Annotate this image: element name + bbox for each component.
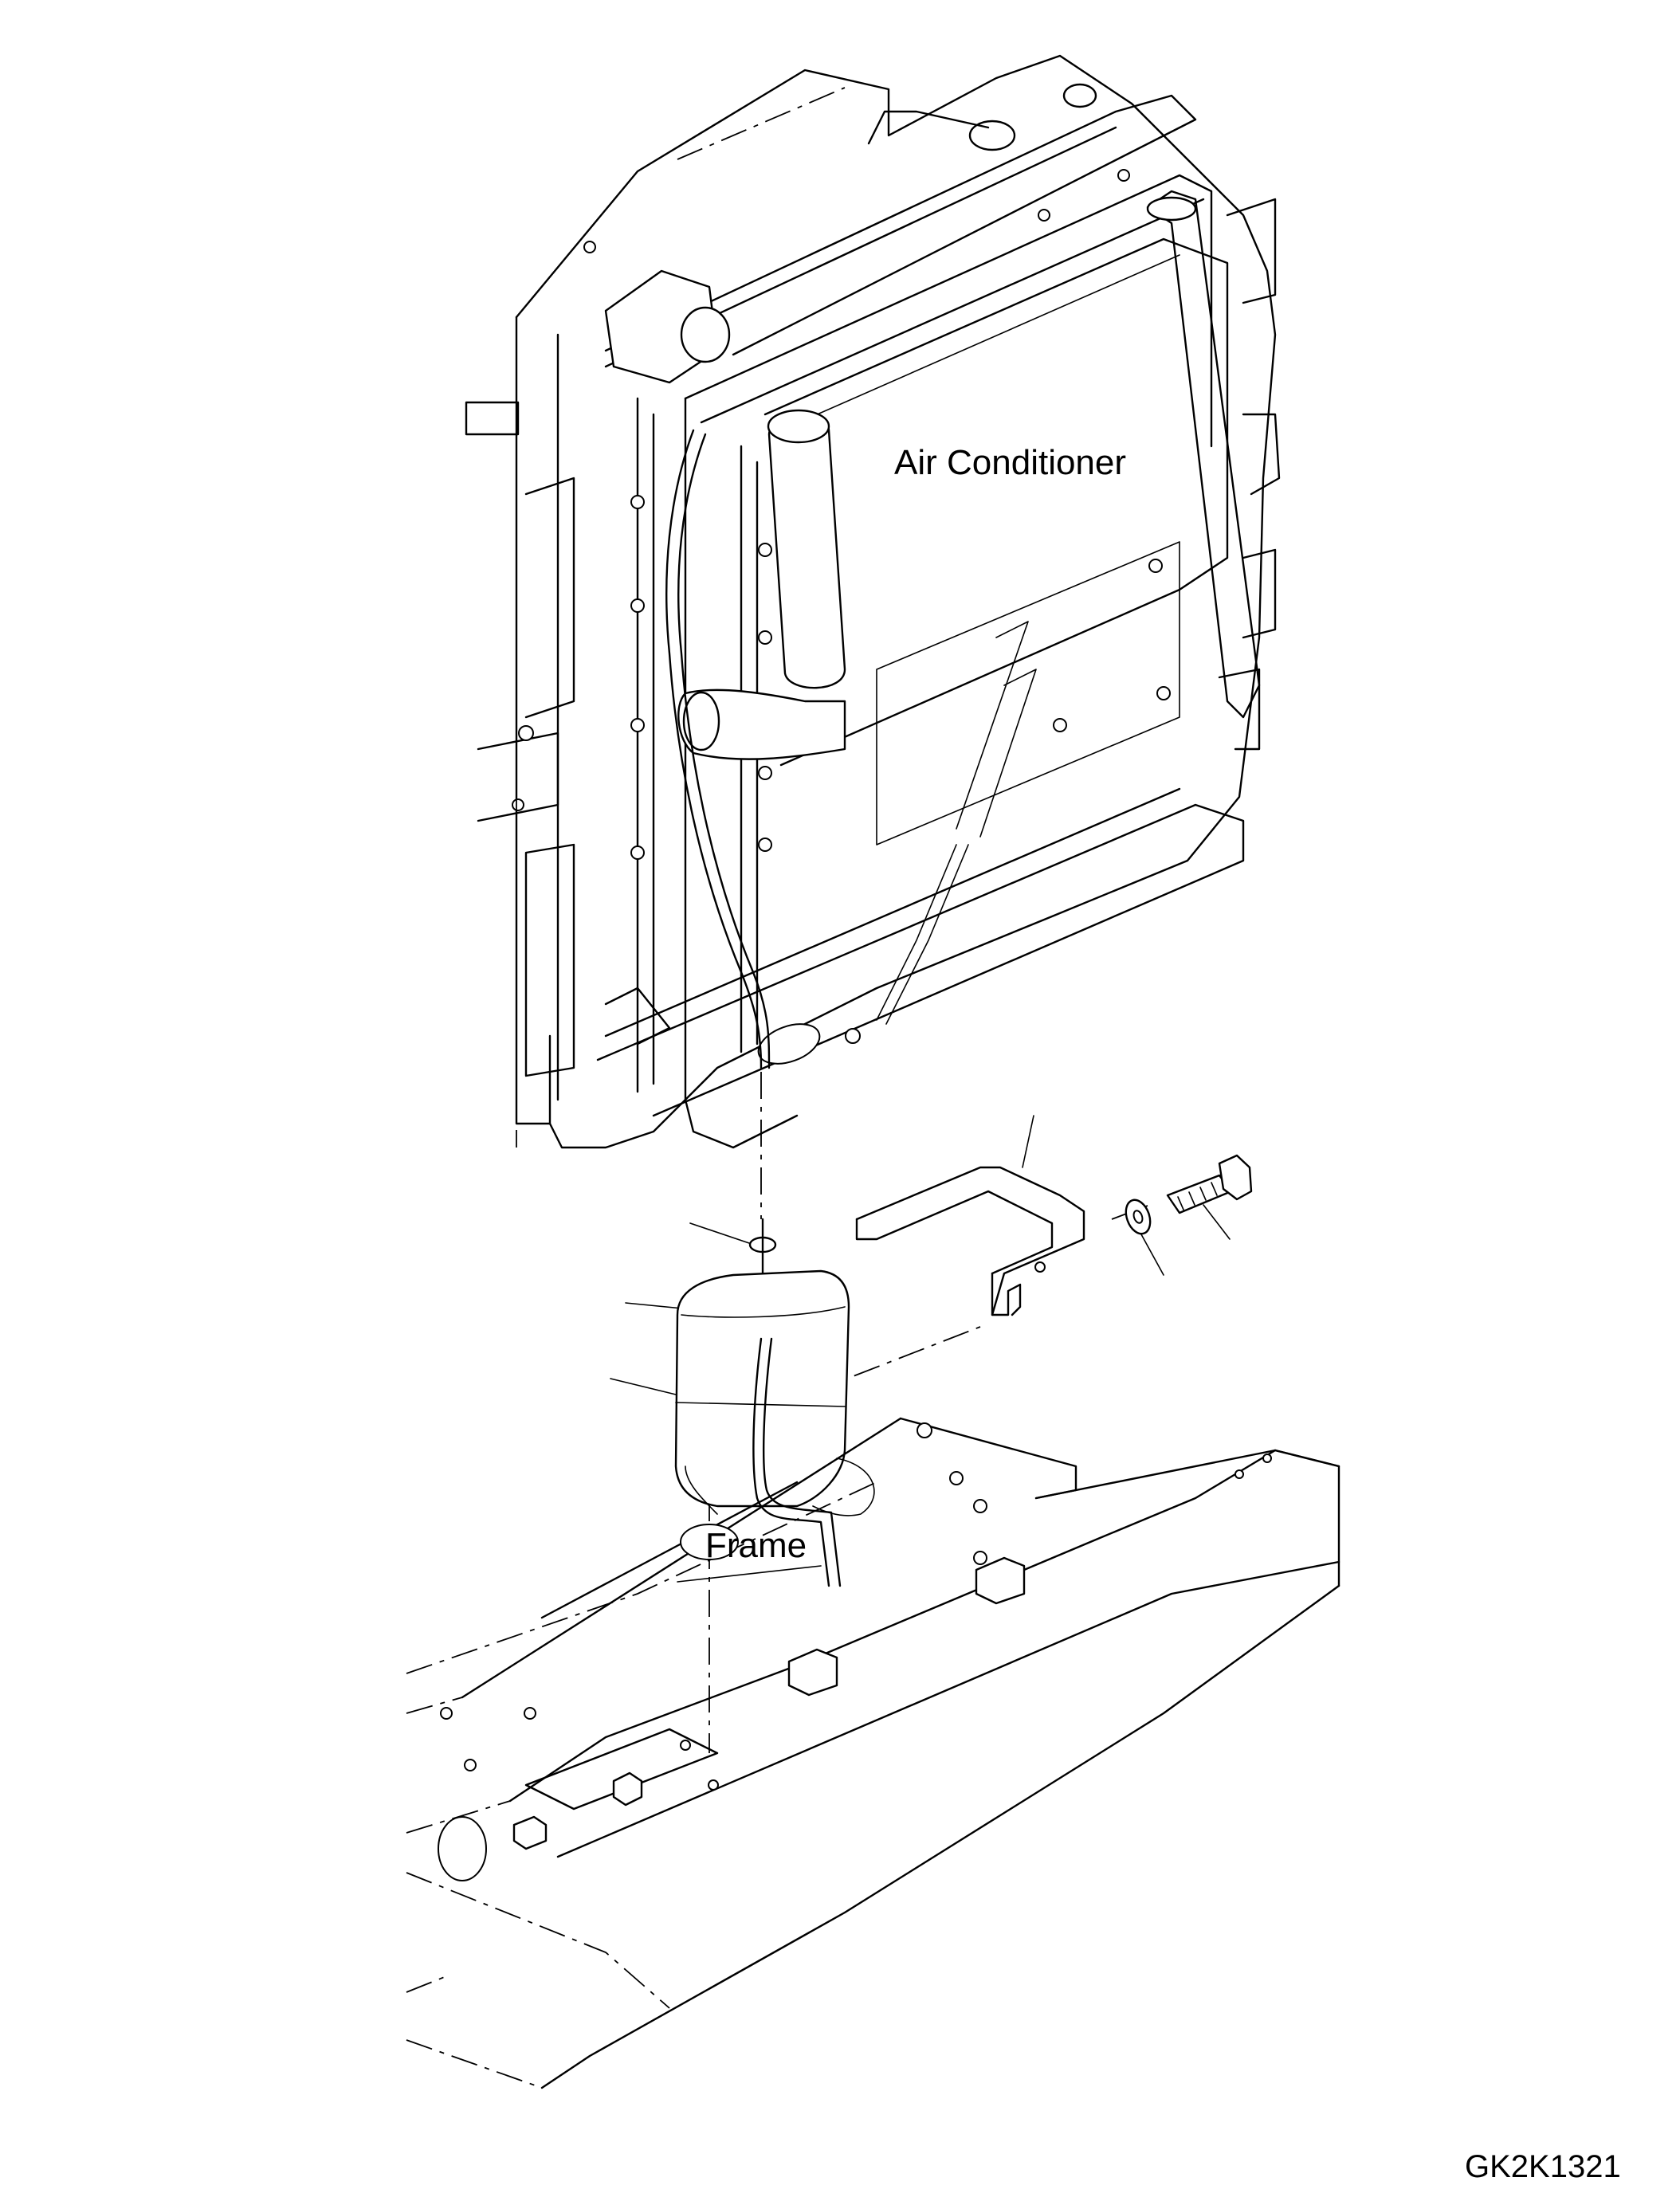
frame-label: Frame [705, 1526, 807, 1565]
frame [406, 1417, 1340, 2089]
washer-tank [610, 1218, 875, 1587]
drawing-code-label: GK2K1321 [1465, 2149, 1621, 2184]
washer [1125, 1199, 1164, 1276]
air-conditioner-assembly [465, 54, 1281, 1149]
hex-bolt [1166, 1154, 1253, 1240]
air-conditioner-label: Air Conditioner [894, 443, 1127, 482]
mounting-bracket [855, 1115, 1085, 1316]
